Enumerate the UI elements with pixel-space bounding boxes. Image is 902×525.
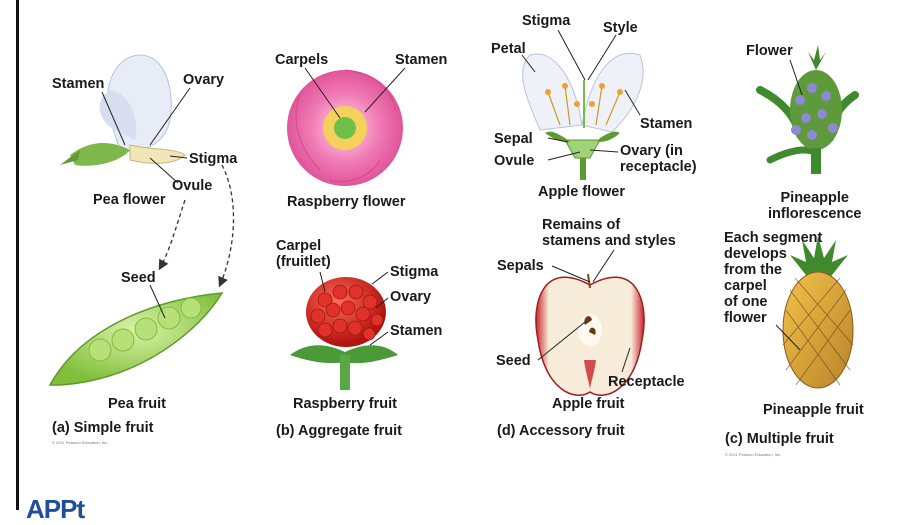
label-pine-flower: Flower — [746, 43, 793, 59]
label-rasp-ovary: Ovary — [390, 289, 432, 305]
label-pea-seed: Seed — [121, 270, 156, 286]
pea-fruit-illustration — [48, 292, 224, 386]
label-pea-stigma: Stigma — [189, 151, 238, 167]
pineapple-leaders — [775, 59, 803, 351]
illustrations — [16, 0, 859, 510]
copyright-c: © 2011 Pearson Education, Inc. — [725, 452, 782, 457]
label-apple-stigma: Stigma — [522, 13, 571, 29]
fruit-types-diagram: Stamen Ovary Stigma Ovule Pea flower See… — [16, 0, 864, 524]
pea-leaders — [101, 87, 191, 319]
caption-aggregate-fruit: (b) Aggregate fruit — [276, 423, 402, 439]
raspberry-leaders — [304, 67, 406, 346]
label-apple-receptacle: Receptacle — [608, 374, 685, 390]
label-apple-seed: Seed — [496, 353, 531, 369]
caption-accessory-fruit: (d) Accessory fruit — [497, 423, 625, 439]
label-apple-stamen: Stamen — [640, 116, 693, 132]
apple-fruit-illustration — [535, 273, 645, 396]
label-pea-stamen: Stamen — [52, 76, 105, 92]
label-rasp-carpel: Carpel (fruitlet) — [276, 238, 331, 270]
pea-flower-illustration — [60, 54, 186, 166]
left-border — [16, 0, 19, 510]
label-apple-sepals: Sepals — [497, 258, 544, 274]
label-apple-ovule: Ovule — [494, 153, 535, 169]
label-apple-remains: Remains of stamens and styles — [542, 217, 676, 249]
label-apple-style: Style — [603, 20, 638, 36]
pea-arrows — [158, 164, 235, 288]
label-pine-segment: Each segment develops from the carpel of… — [724, 230, 823, 326]
label-pine-fruit: Pineapple fruit — [763, 402, 864, 418]
label-pine-inflorescence: Pineapple inflorescence — [768, 190, 862, 222]
label-pea-flower: Pea flower — [93, 192, 166, 208]
label-apple-flower: Apple flower — [538, 184, 626, 200]
label-rasp-stamen-top: Stamen — [395, 52, 448, 68]
pineapple-inflorescence-illustration — [756, 45, 859, 174]
label-rasp-stigma: Stigma — [390, 264, 439, 280]
label-rasp-stamen: Stamen — [390, 323, 443, 339]
raspberry-fruit-illustration — [290, 277, 398, 390]
label-rasp-flower: Raspberry flower — [287, 194, 406, 210]
caption-simple-fruit: (a) Simple fruit — [52, 420, 154, 436]
label-rasp-carpels: Carpels — [275, 52, 329, 68]
label-apple-fruit: Apple fruit — [552, 396, 625, 412]
label-pea-ovary: Ovary — [183, 72, 225, 88]
label-rasp-fruit: Raspberry fruit — [293, 396, 397, 412]
apple-leaders — [521, 29, 641, 373]
label-apple-ovary: Ovary (in receptacle) — [620, 143, 697, 175]
label-apple-petal: Petal — [491, 41, 526, 57]
copyright-a: © 2011 Pearson Education, Inc. — [52, 440, 109, 445]
label-pea-ovule: Ovule — [172, 178, 213, 194]
caption-multiple-fruit: (c) Multiple fruit — [725, 431, 834, 447]
label-apple-sepal: Sepal — [494, 131, 533, 147]
raspberry-flower-illustration — [287, 69, 403, 186]
pineapple-fruit-illustration — [782, 236, 854, 389]
label-pea-fruit: Pea fruit — [108, 396, 167, 412]
